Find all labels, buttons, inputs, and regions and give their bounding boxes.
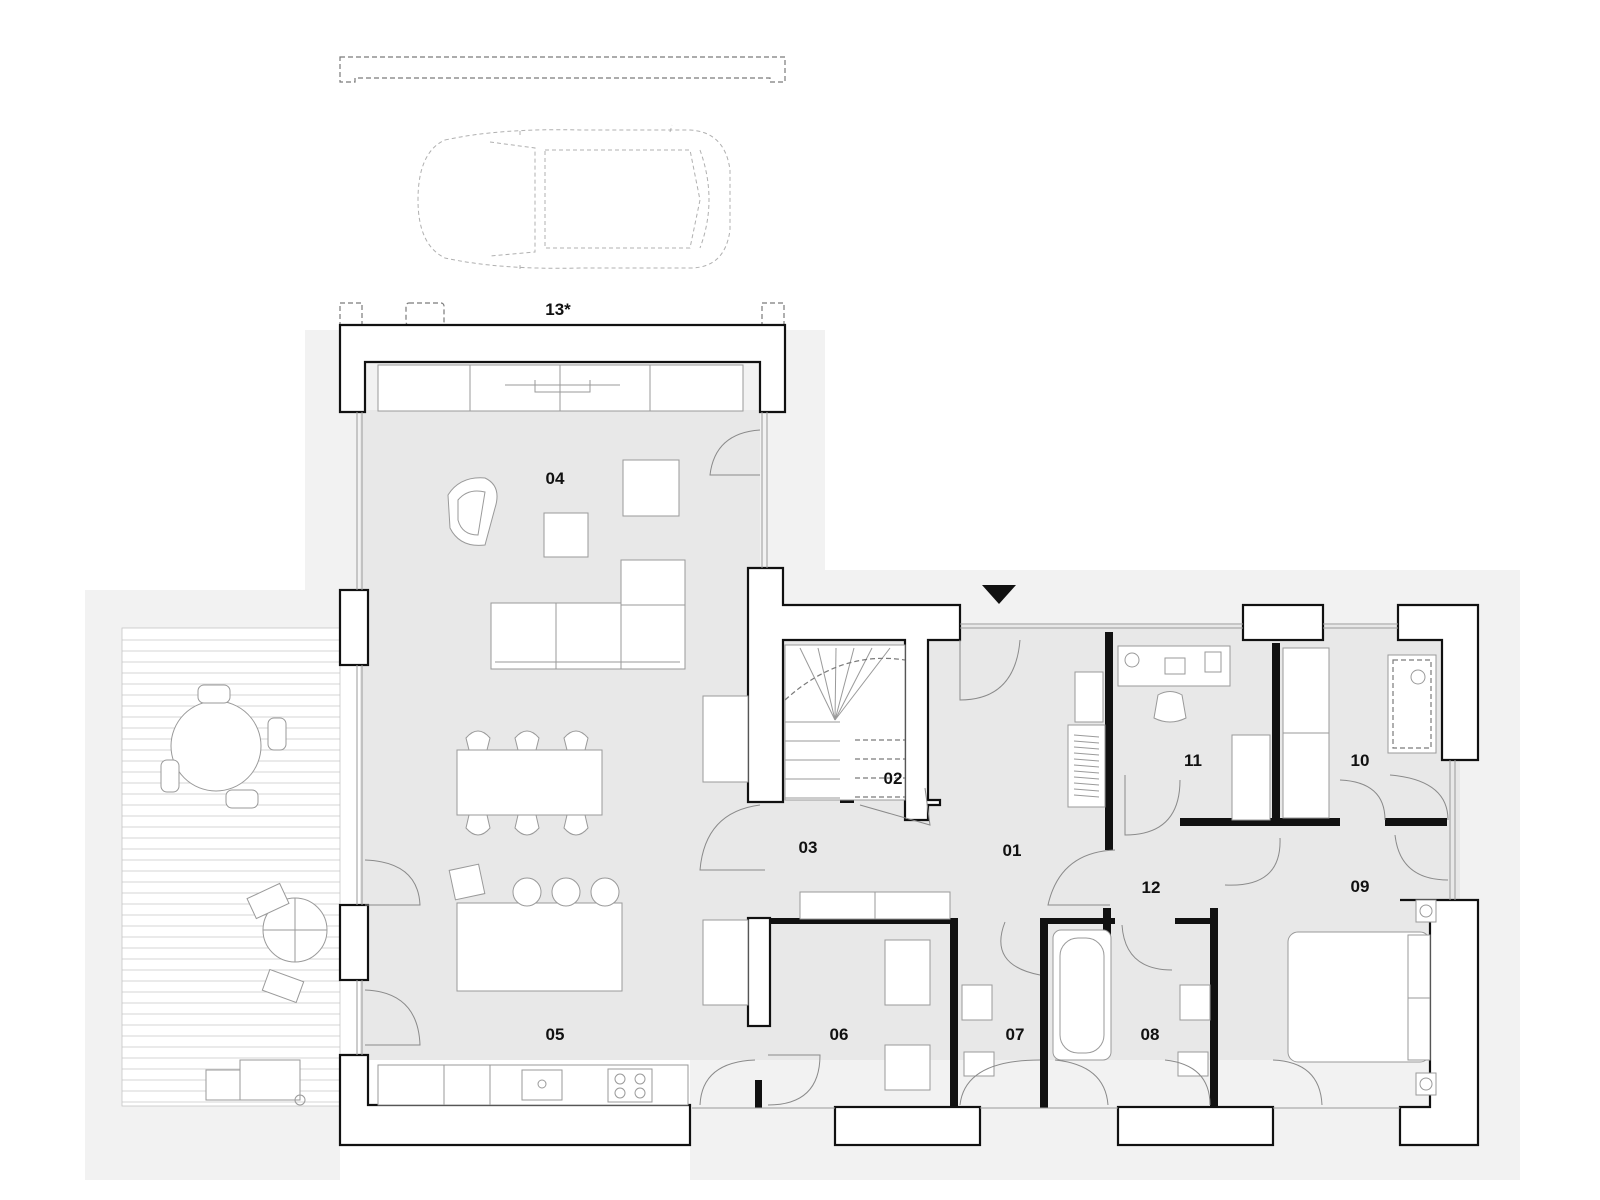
room-label-09: 09 [1351,877,1370,896]
room-label-02: 02 [884,769,903,788]
room-label-11: 11 [1184,751,1202,770]
study-furniture [1117,645,1271,821]
entry-wardrobe [1067,671,1106,808]
room-label-01: 01 [1003,841,1022,860]
room-label-07: 07 [1006,1025,1025,1044]
doors [364,429,1449,1106]
entrance-triangle-icon [982,585,1016,604]
wardrobe-top [377,364,744,412]
dining-table [456,730,603,836]
walls [338,323,1480,1147]
bedroom-furniture [1287,899,1437,1096]
terrace-deck [121,627,341,1107]
kitchen-island [448,863,623,992]
room-label-13: 13* [545,300,571,319]
carport-outline [339,56,786,326]
room-label-03: 03 [799,838,818,857]
room-label-04: 04 [546,469,565,488]
room-label-06: 06 [830,1025,849,1044]
bathroom-fixtures [961,929,1211,1077]
room-06-furniture [884,939,931,1091]
closet-10 [1282,647,1437,819]
living-furniture [447,459,686,670]
room-label-10: 10 [1351,751,1370,770]
car-outline-icon [417,124,731,272]
room-label-08: 08 [1141,1025,1160,1044]
staircase [784,644,931,826]
room-label-12: 12 [1142,878,1161,897]
terrace-furniture [160,684,328,1106]
room-label-05: 05 [546,1025,565,1044]
kitchen-counter [377,1064,689,1106]
hall-furniture [702,695,951,1006]
room-labels: 13* 04 02 03 01 11 10 12 09 05 06 07 08 [545,300,1369,1044]
glazing [356,412,1456,1109]
